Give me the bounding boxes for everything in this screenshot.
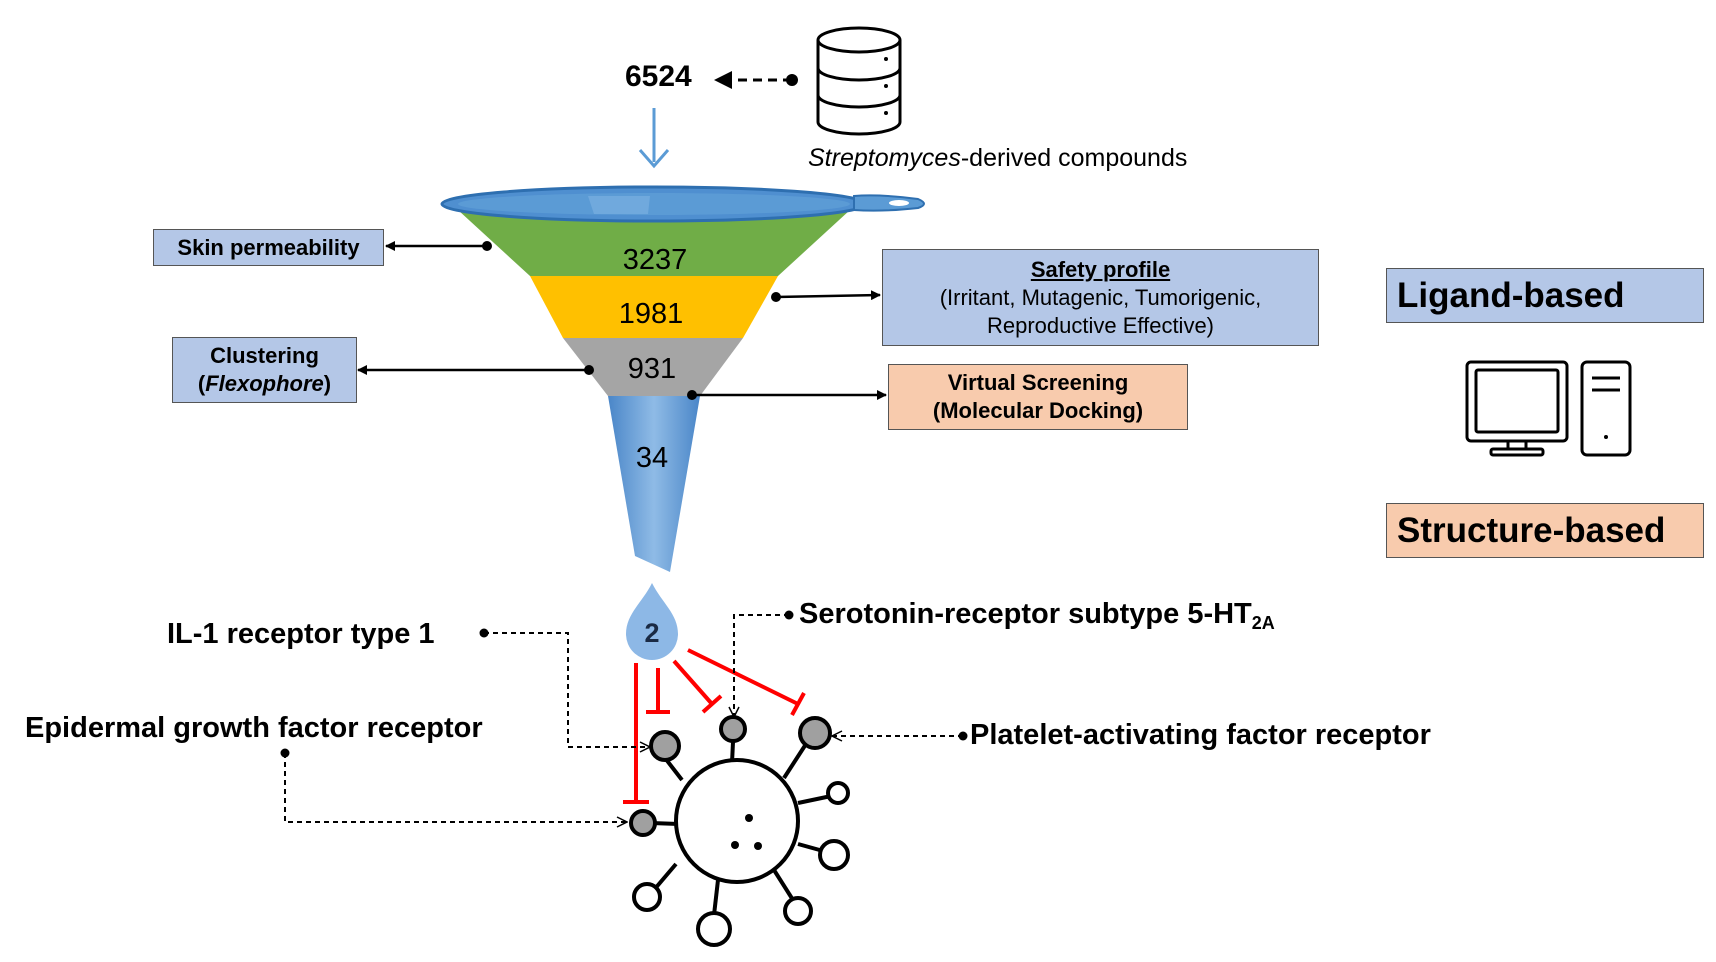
database-to-count-arrow [714, 71, 798, 89]
funnel-level-3-count: 931 [628, 353, 676, 385]
funnel-handle [853, 194, 925, 212]
cell-icon [629, 715, 850, 947]
target-serotonin-label: Serotonin-receptor subtype 5-HT2A [799, 598, 1275, 634]
funnel-level-2-count: 1981 [619, 298, 684, 330]
structure-based-label: Structure-based [1397, 510, 1666, 550]
source-label-suffix: -derived compounds [960, 144, 1188, 172]
safety-profile-title: Safety profile [1030, 256, 1171, 282]
source-label: Streptomyces-derived compounds [808, 144, 1187, 173]
result-count: 2 [644, 618, 659, 648]
database-icon [816, 26, 902, 136]
input-arrow [638, 108, 670, 169]
skin-permeability-box: Skin permeability [153, 229, 384, 266]
funnel-level-4-count: 34 [636, 442, 668, 474]
egfr-connector [284, 753, 627, 822]
target-connector-dots [280, 610, 968, 758]
clustering-method: (Flexophore) [198, 370, 331, 398]
inhibit-paf [687, 648, 799, 706]
funnel-level-gray [563, 338, 743, 396]
virtual-screening-title: Virtual Screening [947, 370, 1129, 395]
target-serotonin-subscript: 2A [1251, 613, 1275, 633]
filter-connectors [357, 241, 887, 400]
clustering-title: Clustering [210, 343, 319, 368]
target-il1-label: IL-1 receptor type 1 [167, 618, 435, 650]
safety-profile-box: Safety profile (Irritant, Mutagenic, Tum… [882, 249, 1319, 346]
safety-profile-line2: Reproductive Effective) [986, 312, 1215, 338]
funnel-level-green [458, 210, 850, 276]
source-count: 6524 [625, 60, 692, 93]
virtual-screening-method: (Molecular Docking) [932, 398, 1144, 423]
result-drop: 2 [626, 583, 678, 660]
target-serotonin-text: Serotonin-receptor subtype 5-HT [799, 598, 1252, 630]
target-paf-label: Platelet-activating factor receptor [970, 719, 1431, 751]
safety-profile-line1: (Irritant, Mutagenic, Tumorigenic, [939, 284, 1262, 310]
clustering-paren-close: ) [323, 371, 332, 396]
funnel-level-yellow [530, 276, 778, 338]
virtual-screening-box: Virtual Screening (Molecular Docking) [888, 364, 1188, 430]
computer-icon [1465, 360, 1632, 457]
structure-based-box: Structure-based [1386, 503, 1704, 558]
funnel [440, 185, 925, 572]
inhibition-lines [623, 648, 806, 804]
clustering-method-name: Flexophore [205, 371, 324, 396]
il1-connector [484, 632, 650, 747]
clustering-box: Clustering (Flexophore) [172, 337, 357, 403]
inhibit-serotonin [672, 659, 714, 706]
funnel-level-1-count: 3237 [623, 244, 688, 276]
target-egfr-label: Epidermal growth factor receptor [25, 712, 483, 744]
serotonin-connector [734, 614, 789, 717]
source-label-organism: Streptomyces [808, 144, 961, 172]
ligand-based-label: Ligand-based [1397, 275, 1625, 315]
clustering-paren-open: ( [197, 371, 206, 396]
funnel-stem [608, 396, 700, 572]
ligand-based-box: Ligand-based [1386, 268, 1704, 323]
target-connectors [284, 614, 963, 822]
skin-permeability-label: Skin permeability [177, 234, 360, 260]
